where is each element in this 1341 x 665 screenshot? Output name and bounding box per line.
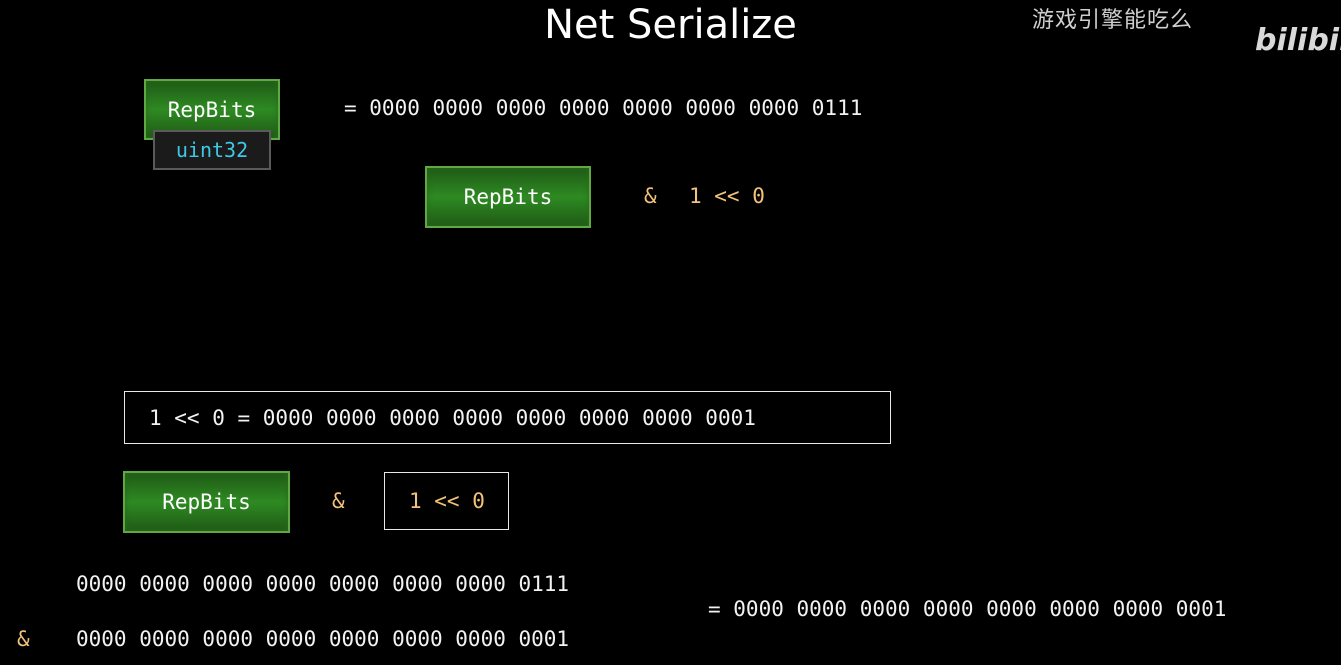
shift-expression-box: 1 << 0 <box>384 472 509 530</box>
shift-expression-text: 1 << 0 <box>409 489 485 513</box>
repbits-expr-box: RepBits <box>425 166 591 228</box>
bilibili-logo-text: bilibili <box>1255 23 1341 58</box>
repbits-expr-label-2: RepBits <box>162 490 251 514</box>
operand-row-1: 0000 0000 0000 0000 0000 0000 0000 0111 <box>76 572 570 596</box>
shift-definition-box: 1 << 0 = 0000 0000 0000 0000 0000 0000 0… <box>124 391 891 444</box>
uint32-type-label: uint32 <box>175 138 249 162</box>
uint32-type-box: uint32 <box>153 130 271 170</box>
repbits-expr-box-2: RepBits <box>123 471 290 533</box>
and-operator: & <box>644 184 657 208</box>
shift-definition-text: 1 << 0 = 0000 0000 0000 0000 0000 0000 0… <box>149 405 756 430</box>
bilibili-logo: bilibili <box>1234 0 1341 63</box>
repbits-var-label: RepBits <box>167 97 257 122</box>
and-operator-2: & <box>332 489 345 513</box>
result-row: = 0000 0000 0000 0000 0000 0000 0000 000… <box>708 597 1227 621</box>
and-operator-3: & <box>17 627 30 651</box>
repbits-expr-label: RepBits <box>463 185 553 209</box>
shift-expression: 1 << 0 <box>689 184 765 208</box>
channel-watermark: 游戏引擎能吃么 <box>1032 8 1194 33</box>
operand-row-2: 0000 0000 0000 0000 0000 0000 0000 0001 <box>76 627 570 651</box>
repbits-binary-value: = 0000 0000 0000 0000 0000 0000 0000 011… <box>344 96 863 120</box>
page-title: Net Serialize <box>544 2 797 48</box>
